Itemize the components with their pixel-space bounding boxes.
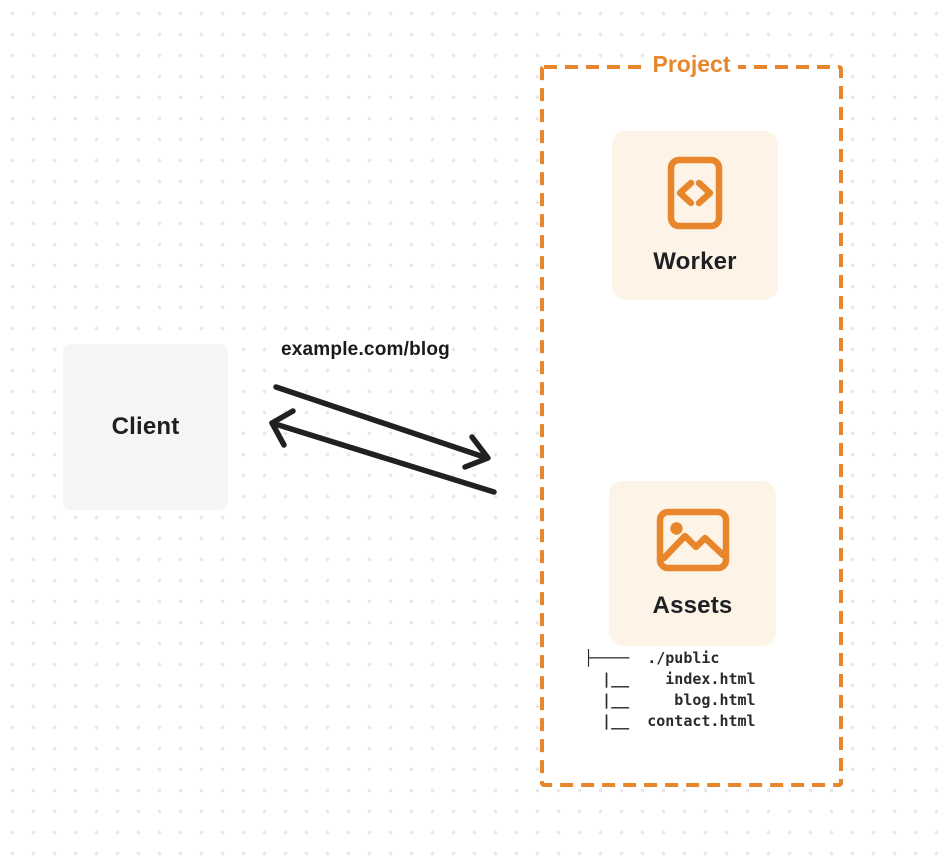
- request-arrowhead: [462, 434, 491, 470]
- code-document-icon: [667, 156, 723, 229]
- response-arrowhead: [269, 408, 296, 448]
- request-arrow-shaft: [273, 384, 490, 461]
- worker-node: Worker: [612, 131, 778, 300]
- project-label: Project: [644, 51, 739, 78]
- project-boundary: Project Worker Assets: [540, 51, 843, 787]
- assets-node: Assets: [609, 481, 776, 646]
- client-node: Client: [63, 344, 228, 510]
- client-label: Client: [111, 413, 180, 440]
- response-arrow-shaft: [269, 420, 497, 495]
- assets-label: Assets: [652, 591, 733, 619]
- assets-file-tree: ├──── ./public |__ index.html |__ blog.h…: [584, 649, 756, 730]
- request-url-label: example.com/blog: [281, 339, 450, 360]
- worker-label: Worker: [653, 247, 737, 275]
- image-icon: [656, 508, 729, 571]
